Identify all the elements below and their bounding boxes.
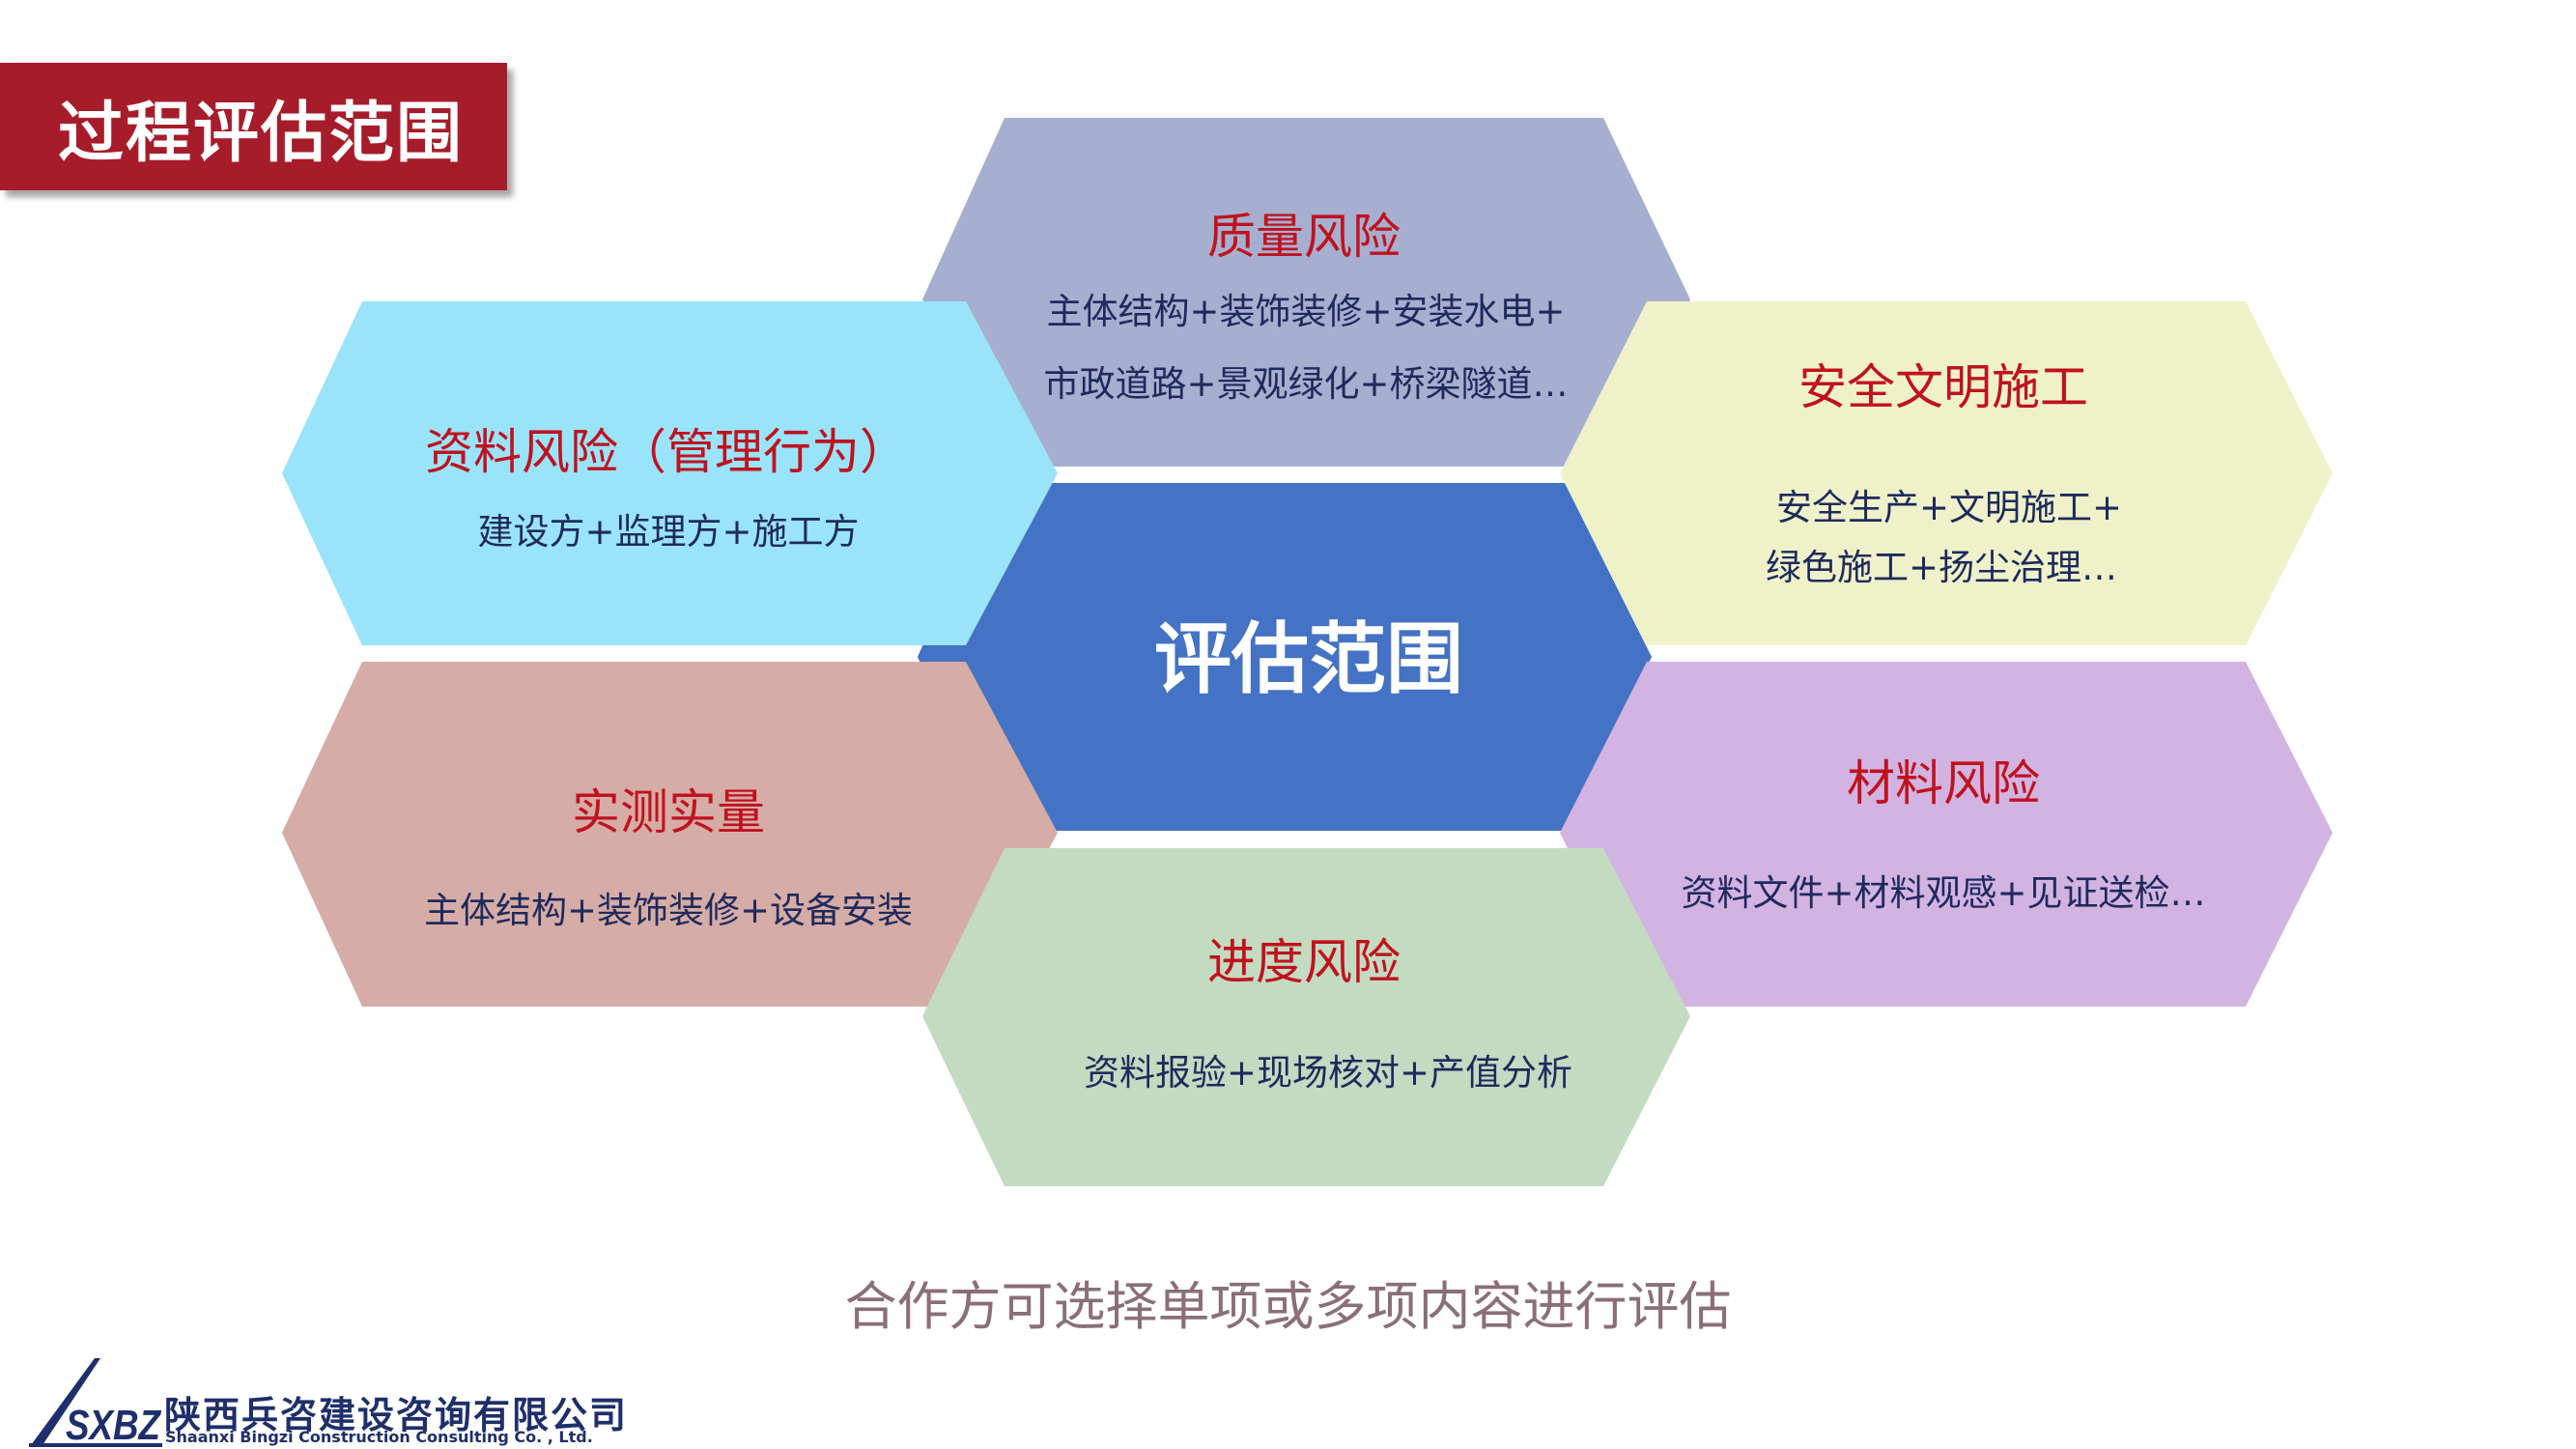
hex-safety-title: 安全文明施工 (1798, 359, 2088, 415)
hex-progress-title: 进度风险 (1207, 934, 1401, 990)
hex-documents: 资料风险（管理行为） 建设方+监理方+施工方 (282, 301, 1058, 645)
page-title: 过程评估范围 (58, 95, 465, 172)
hex-quality: 质量风险 主体结构+装饰装修+安装水电+ 市政道路+景观绿化+桥梁隧道… (922, 118, 1690, 467)
company-logo-mark: SXBZ (29, 1358, 162, 1449)
hex-measurement-title: 实测实量 (572, 784, 765, 840)
hex-measurement: 实测实量 主体结构+装饰装修+设备安装 (282, 662, 1058, 1007)
hex-materials-shape (1560, 662, 2333, 1007)
hex-safety-line-1: 安全生产+文明施工+ (1776, 487, 2122, 528)
hex-safety-line-2: 绿色施工+扬尘治理… (1766, 547, 2117, 588)
hex-materials-line-1: 资料文件+材料观感+见证送检… (1681, 872, 2205, 914)
company-name-en: Shaanxi Bingzi Construction Consulting C… (165, 1428, 593, 1446)
center-label: 评估范围 (1154, 614, 1463, 704)
hex-quality-shape (922, 118, 1690, 467)
hex-progress-line-1: 资料报验+现场核对+产值分析 (1084, 1052, 1572, 1094)
title-banner: 过程评估范围 (0, 63, 507, 190)
hex-quality-title: 质量风险 (1207, 209, 1401, 265)
hex-materials: 材料风险 资料文件+材料观感+见证送检… (1560, 662, 2333, 1007)
hex-quality-line-2: 市政道路+景观绿化+桥梁隧道… (1043, 363, 1568, 405)
hex-safety: 安全文明施工 安全生产+文明施工+ 绿色施工+扬尘治理… (1560, 301, 2333, 645)
hex-documents-line-1: 建设方+监理方+施工方 (477, 511, 859, 553)
hex-measurement-shape (282, 662, 1058, 1007)
center-hex: 评估范围 (918, 483, 1652, 831)
hex-quality-line-1: 主体结构+装饰装修+安装水电+ (1046, 291, 1565, 332)
company-name-cn: 陕西兵咨建设咨询有限公司 (164, 1394, 629, 1436)
company-logo-letters: SXBZ (66, 1402, 162, 1449)
hex-documents-shape (282, 301, 1058, 645)
hex-documents-title: 资料风险（管理行为） (425, 424, 908, 480)
hex-safety-shape (1560, 301, 2333, 645)
center-hex-shape (918, 483, 1652, 831)
hex-measurement-line-1: 主体结构+装饰装修+设备安装 (424, 890, 913, 931)
hex-progress-shape (922, 848, 1690, 1186)
hex-progress: 进度风险 资料报验+现场核对+产值分析 (922, 848, 1690, 1186)
selection-note: 合作方可选择单项或多项内容进行评估 (844, 1276, 1732, 1337)
hex-materials-title: 材料风险 (1847, 755, 2040, 811)
company-logo: SXBZ 陕西兵咨建设咨询有限公司 Shaanxi Bingzi Constru… (27, 1352, 655, 1449)
